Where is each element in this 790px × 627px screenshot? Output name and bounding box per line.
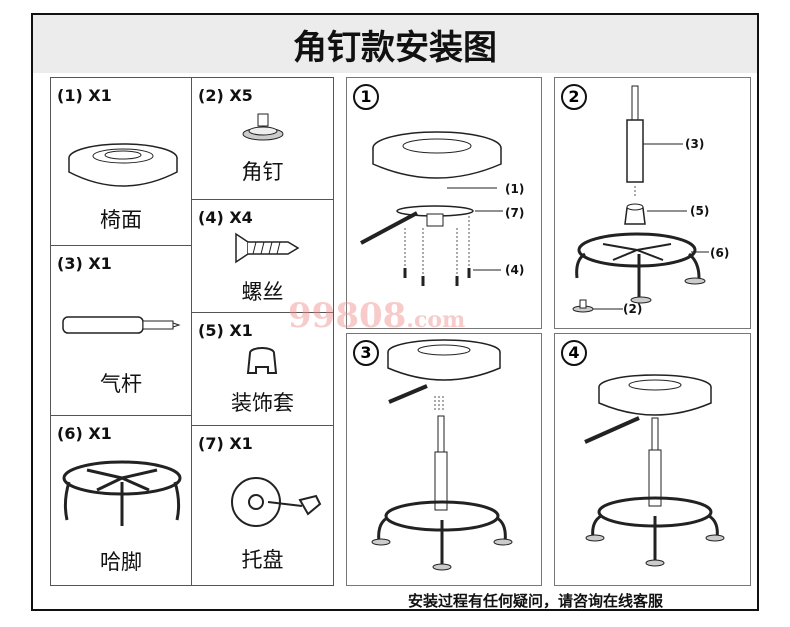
part-label: (4) X4 <box>198 208 253 227</box>
part-name: 装饰套 <box>231 391 294 415</box>
callout-label: (6) <box>710 246 730 260</box>
part-corner-peg: (2) X5 角钉 <box>191 77 334 200</box>
part-label: (5) X1 <box>198 321 253 340</box>
callout-label: (1) <box>505 182 525 196</box>
footer-note: 安装过程有任何疑问，请咨询在线客服 <box>408 592 664 610</box>
step-number: 2 <box>561 84 587 110</box>
watermark-main: 99808 <box>288 296 407 336</box>
part-screw: (4) X4 螺丝 <box>191 199 334 313</box>
part-label: (2) X5 <box>198 86 253 105</box>
watermark: 99808.com <box>288 296 465 336</box>
gas-lift-icon <box>62 316 181 334</box>
part-name: 哈脚 <box>100 550 142 574</box>
watermark-suffix: .com <box>406 307 466 333</box>
seat-icon <box>68 143 178 187</box>
callout-label: (3) <box>685 137 705 151</box>
screw-icon <box>235 232 300 264</box>
part-tray: (7) X1 托盘 <box>191 425 334 586</box>
step-2-panel: 2 (3) (5) (6) (2) <box>554 77 751 329</box>
part-decor-sleeve: (5) X1 装饰套 <box>191 312 334 426</box>
part-seat: (1) X1 椅面 <box>50 77 192 246</box>
page-title: 角钉款安装图 <box>33 15 757 73</box>
step-2-illustration <box>572 85 709 313</box>
tray-icon <box>231 477 322 527</box>
part-label: (6) X1 <box>57 424 112 443</box>
base-ring-icon <box>62 460 182 526</box>
part-name: 托盘 <box>241 548 284 572</box>
step-1-illustration <box>360 131 503 286</box>
part-name: 螺丝 <box>241 280 284 304</box>
part-name: 椅面 <box>100 208 142 232</box>
callout-label: (2) <box>623 302 643 316</box>
part-label: (7) X1 <box>198 434 253 453</box>
part-gas-lift: (3) X1 气杆 <box>50 245 192 416</box>
sleeve-icon <box>246 347 278 374</box>
part-label: (3) X1 <box>57 254 112 273</box>
callout-label: (4) <box>505 263 525 277</box>
step-number: 4 <box>561 340 587 366</box>
step-3-illustration <box>371 339 513 571</box>
callout-label: (5) <box>690 204 710 218</box>
step-3-panel: 3 <box>346 333 542 586</box>
step-4-panel: 4 <box>554 333 751 586</box>
part-label: (1) X1 <box>57 86 112 105</box>
part-name: 角钉 <box>241 160 284 184</box>
part-base: (6) X1 哈脚 <box>50 415 192 586</box>
page-frame <box>31 13 759 611</box>
part-name: 气杆 <box>100 372 142 396</box>
corner-peg-icon <box>242 113 284 141</box>
step-1-panel: 1 (1) (7) (4) <box>346 77 542 329</box>
step-number: 1 <box>353 84 379 110</box>
callout-label: (7) <box>505 206 525 220</box>
step-4-illustration <box>584 374 725 567</box>
step-number: 3 <box>353 340 379 366</box>
